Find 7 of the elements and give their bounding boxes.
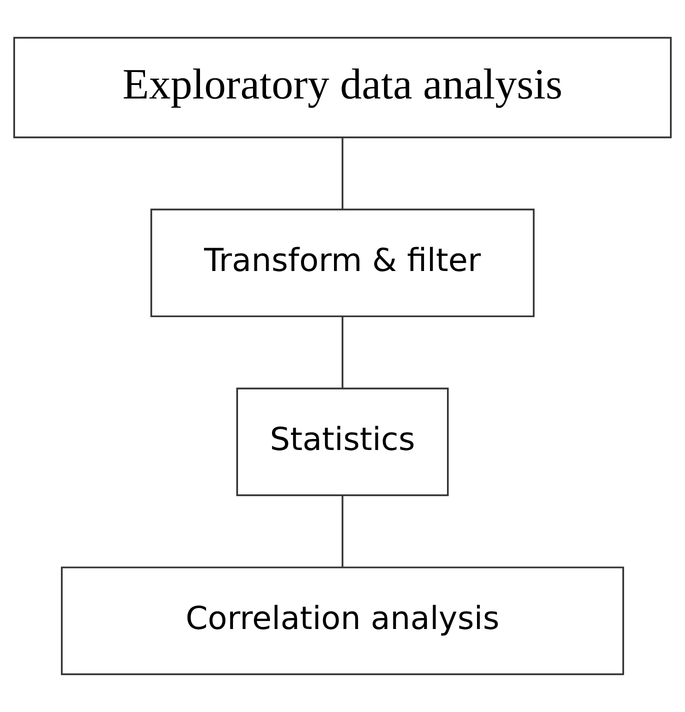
connector xyxy=(342,316,344,388)
node-box: Transform & filter xyxy=(150,208,535,318)
connector xyxy=(342,138,344,210)
connector xyxy=(342,496,344,567)
node-box: Correlation analysis xyxy=(60,566,624,676)
node-box: Statistics xyxy=(236,388,449,496)
node-box: Exploratory data analysis xyxy=(13,36,672,138)
